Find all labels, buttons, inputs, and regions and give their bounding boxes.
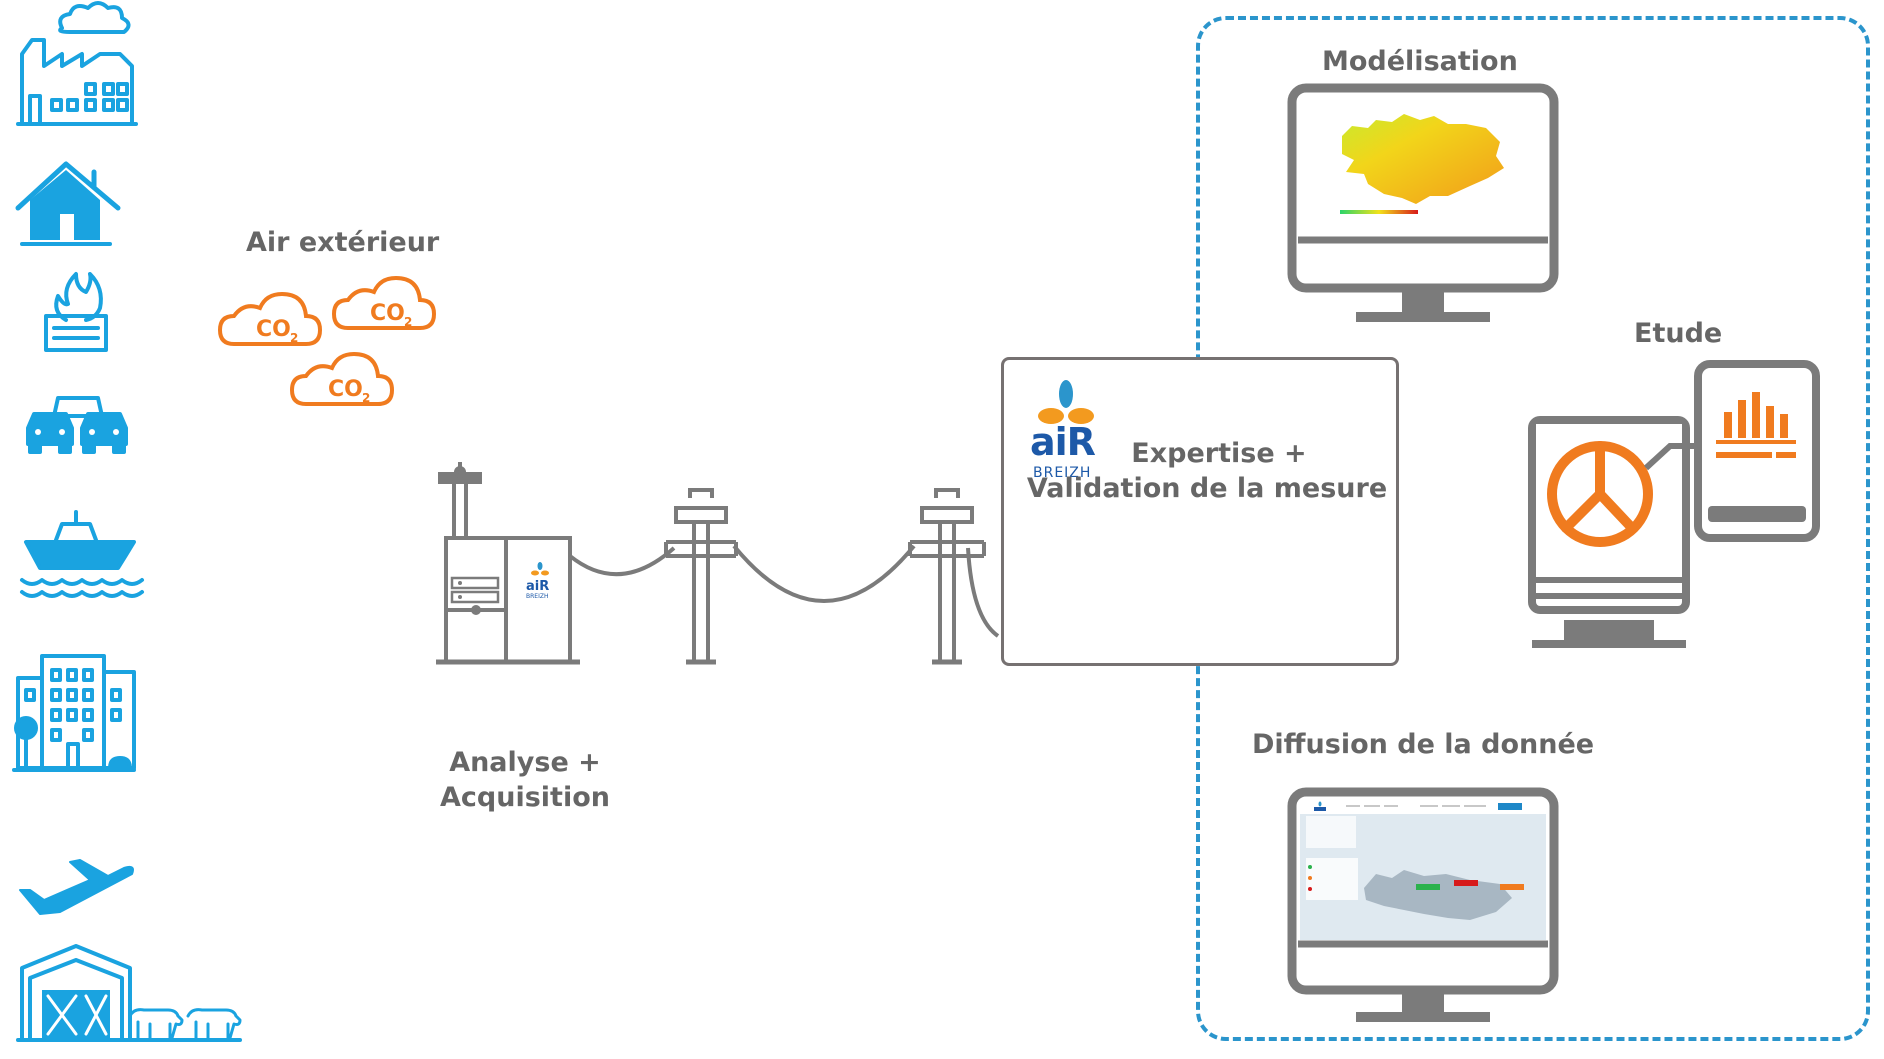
co2-text: CO	[256, 317, 291, 342]
co2-cloud-3	[289, 351, 395, 406]
co2-cloud-2	[331, 275, 437, 330]
expertise-label-line1: Expertise +	[1131, 438, 1307, 469]
expertise-label-line2: Validation de la mesure	[1026, 473, 1388, 505]
traffic-icon	[26, 396, 128, 454]
analyse-acquisition-label: Analyse + Acquisition	[430, 745, 620, 815]
modelisation-label: Modélisation	[1322, 46, 1518, 77]
co2-subscript: 2	[404, 315, 412, 329]
house-icon	[15, 161, 121, 246]
ship-icon	[20, 510, 144, 598]
power-poles	[568, 488, 1000, 665]
expertise-validation-label: Expertise + Validation de la mesure	[1012, 436, 1402, 506]
co2-subscript: 2	[290, 331, 298, 345]
station-logo-subtext: BREIZH	[526, 593, 548, 600]
station-logo-text: aiR	[526, 579, 549, 594]
measurement-station	[436, 462, 580, 665]
air-exterieur-label: Air extérieur	[246, 227, 440, 258]
co2-text: CO	[370, 301, 405, 326]
co2-text: CO	[328, 377, 363, 402]
building-icon	[12, 654, 136, 772]
air-breizh-logo	[1038, 380, 1094, 424]
diffusion-label: Diffusion de la donnée	[1252, 729, 1595, 760]
etude-label: Etude	[1634, 318, 1723, 349]
logo-text: aiR	[1030, 420, 1096, 464]
modelisation-monitor	[1287, 83, 1559, 322]
factory-icon	[16, 1, 138, 126]
co2-subscript: 2	[362, 391, 370, 405]
diffusion-monitor	[1287, 787, 1559, 1022]
expertise-panel: aiR BREIZH	[1001, 357, 1399, 666]
farm-icon	[16, 944, 242, 1042]
etude-devices	[1528, 360, 1820, 648]
analyse-label-line2: Acquisition	[440, 782, 610, 814]
airplane-icon	[19, 859, 134, 915]
logo-subtext: BREIZH	[1033, 465, 1092, 481]
co2-cloud-1	[217, 291, 323, 346]
fire-icon	[44, 272, 108, 352]
station-logo: aiR BREIZH	[526, 562, 549, 600]
analyse-label-line1: Analyse +	[449, 747, 601, 778]
brittany-heat-map	[1342, 114, 1504, 204]
